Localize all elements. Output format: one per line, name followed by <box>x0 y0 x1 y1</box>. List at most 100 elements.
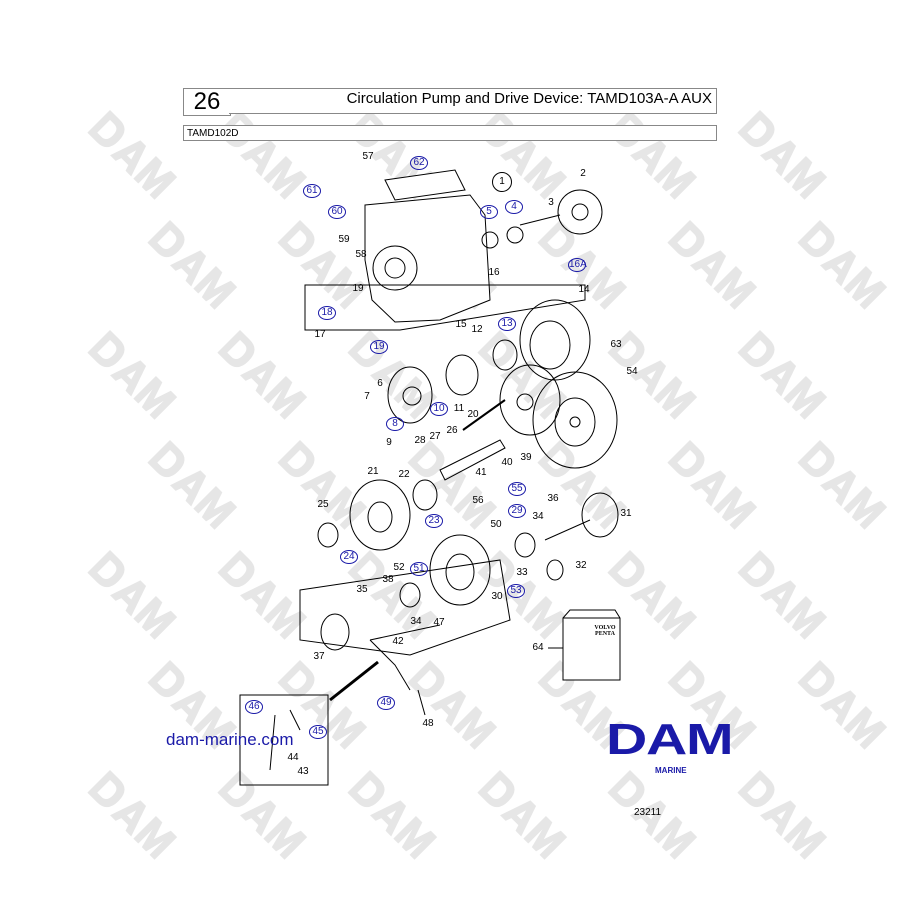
watermark-logo <box>86 109 178 201</box>
part-callout: 27 <box>429 431 441 442</box>
watermark-logo <box>606 109 698 201</box>
watermark-logo <box>146 219 238 311</box>
watermark-logo <box>476 329 568 421</box>
model-label: TAMD102D <box>183 125 717 141</box>
part-callout: 13 <box>498 317 516 331</box>
clip-43-44 <box>269 709 301 771</box>
watermark-logo <box>276 439 368 531</box>
part-callout: 32 <box>575 560 587 571</box>
part-callout: 47 <box>433 617 445 628</box>
part-callout: 34 <box>532 511 544 522</box>
part-callout: 34 <box>410 616 422 627</box>
bearing-23 <box>412 479 438 511</box>
part-callout: 51 <box>410 562 428 576</box>
watermark-logo <box>736 769 828 861</box>
watermark-logo <box>736 329 828 421</box>
watermark-logo <box>736 109 828 201</box>
part-callout: 1 <box>492 172 512 192</box>
watermark-logo <box>796 659 888 751</box>
watermark-logo <box>476 769 568 861</box>
volvo-penta-logo: VOLVO PENTA <box>594 625 616 637</box>
assembly-outline-lower <box>299 559 511 656</box>
pump-housing <box>364 169 491 323</box>
part-callout: 14 <box>578 284 590 295</box>
pulley-54 <box>532 371 618 469</box>
part-callout: 62 <box>410 156 428 170</box>
bearing-33 <box>514 532 536 558</box>
part-callout: 54 <box>626 366 638 377</box>
part-callout: 6 <box>377 378 383 389</box>
cover-37 <box>320 613 350 651</box>
part-callout: 19 <box>370 340 388 354</box>
pulley-21 <box>349 479 411 551</box>
seal-25 <box>317 522 339 548</box>
part-callout: 37 <box>313 651 325 662</box>
part-callout: 16 <box>488 267 500 278</box>
watermark-logo <box>276 219 368 311</box>
part-callout: 23 <box>425 514 443 528</box>
part-callout: 43 <box>297 766 309 777</box>
part-callout: 12 <box>471 324 483 335</box>
part-callout: 38 <box>382 574 394 585</box>
watermark-logo <box>86 329 178 421</box>
part-callout: 5 <box>480 205 498 219</box>
part-callout: 10 <box>430 402 448 416</box>
watermark-logo <box>346 769 438 861</box>
part-callout: 49 <box>377 696 395 710</box>
page-title: Circulation Pump and Drive Device: TAMD1… <box>229 88 717 114</box>
part-callout: 4 <box>505 200 523 214</box>
pulley-63 <box>499 364 561 436</box>
part-callout: 24 <box>340 550 358 564</box>
bearing-5 <box>481 231 499 249</box>
part-callout: 21 <box>367 466 379 477</box>
part-callout: 60 <box>328 205 346 219</box>
part-callout: 18 <box>318 306 336 320</box>
part-callout: 2 <box>580 168 586 179</box>
page-number: 26 <box>183 88 231 116</box>
pipe-42 <box>369 624 441 691</box>
part-callout: 25 <box>317 499 329 510</box>
watermark-logo <box>216 769 308 861</box>
pulley-14 <box>519 299 591 381</box>
detail-arrow <box>329 660 379 702</box>
watermark-logo <box>346 329 438 421</box>
part-callout: 15 <box>455 319 467 330</box>
assembly-bracket-outline <box>304 284 586 331</box>
part-callout: 30 <box>491 591 503 602</box>
part-callout: 61 <box>303 184 321 198</box>
part-callout: 26 <box>446 425 458 436</box>
bolt-48 <box>417 689 426 716</box>
belt-arrow <box>462 399 506 431</box>
part-callout: 11 <box>453 403 465 414</box>
part-callout: 50 <box>490 519 502 530</box>
flange-6 <box>387 366 433 424</box>
watermark-logo <box>666 219 758 311</box>
watermark-logo <box>406 439 498 531</box>
part-callout: 31 <box>620 508 632 519</box>
bearing-12 <box>445 339 518 396</box>
seal-32 <box>546 559 564 581</box>
watermark-logo <box>146 439 238 531</box>
part-callout: 17 <box>314 329 326 340</box>
part-callout: 39 <box>520 452 532 463</box>
part-callout: 36 <box>547 493 559 504</box>
impeller <box>519 189 603 235</box>
part-callout: 64 <box>532 642 544 653</box>
kit-bag-64 <box>548 609 621 681</box>
part-callout: 44 <box>287 752 299 763</box>
part-callout: 45 <box>309 725 327 739</box>
website-link[interactable]: dam-marine.com <box>166 730 294 749</box>
part-callout: 29 <box>508 504 526 518</box>
part-callout: 59 <box>338 234 350 245</box>
watermark-logo <box>216 329 308 421</box>
figure-number: 23211 <box>634 807 662 818</box>
part-callout: 28 <box>414 435 426 446</box>
part-callout: 35 <box>356 584 368 595</box>
part-callout: 7 <box>364 391 370 402</box>
part-callout: 57 <box>362 151 374 162</box>
watermark-logo <box>476 109 568 201</box>
part-callout: 58 <box>355 249 367 260</box>
part-callout: 22 <box>398 469 410 480</box>
